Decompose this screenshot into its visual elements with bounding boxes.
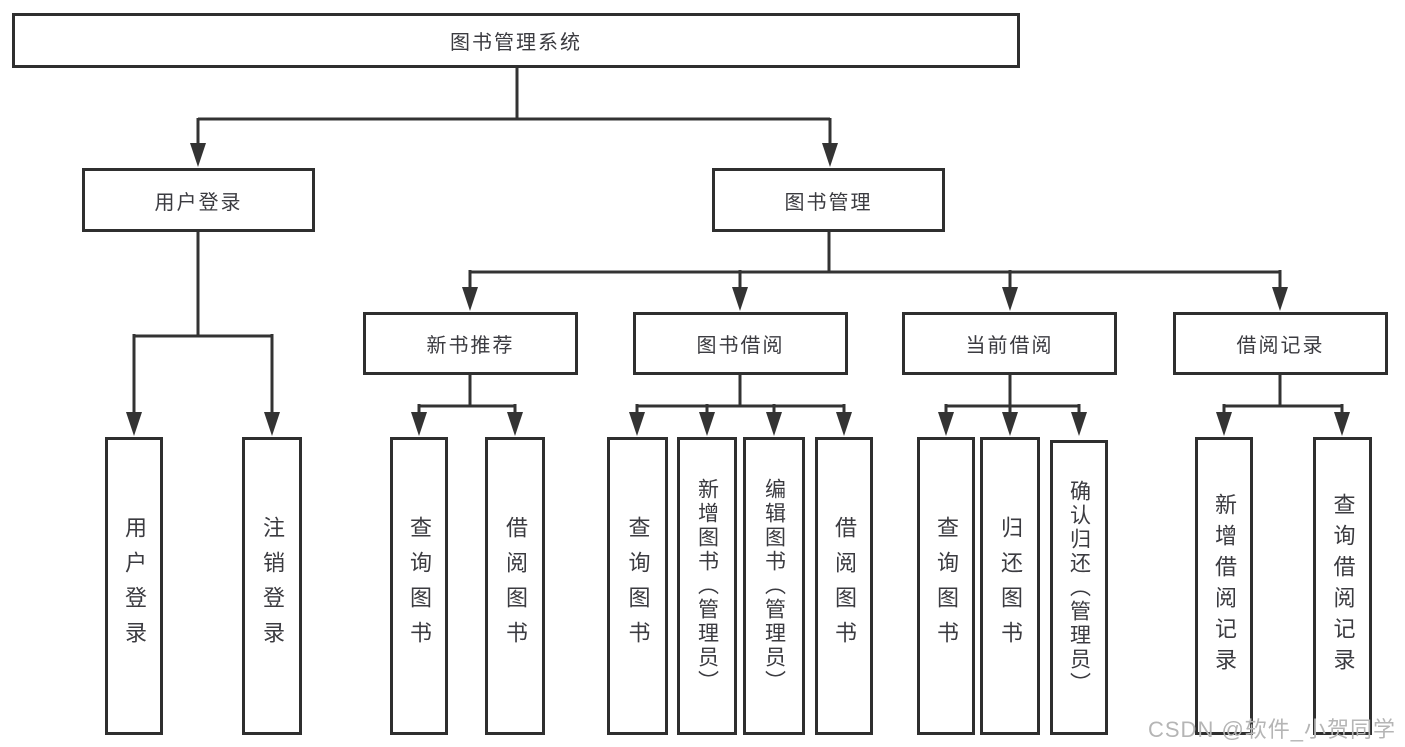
- csdn-watermark: CSDN @软件_小贺同学: [1148, 717, 1397, 742]
- leaf-query-books-current: 查询图书: [917, 437, 975, 735]
- node-label: 确认归还（管理员）: [1067, 479, 1091, 696]
- node-book-borrowing: 图书借阅: [633, 312, 848, 375]
- node-label: 查询图书: [625, 516, 651, 656]
- node-label: 新增图书（管理员）: [695, 478, 719, 694]
- node-label: 查询图书: [934, 516, 959, 656]
- node-label: 图书借阅: [696, 335, 785, 357]
- node-book-management: 图书管理: [712, 168, 945, 232]
- node-user-login: 用户登录: [82, 168, 315, 232]
- leaf-logout: 注销登录: [242, 437, 302, 735]
- node-label: 查询图书: [407, 516, 432, 656]
- leaf-borrow-books: 借阅图书: [815, 437, 873, 735]
- node-library-management-system: 图书管理系统: [12, 13, 1020, 68]
- leaf-confirm-return-admin: 确认归还（管理员）: [1050, 440, 1108, 735]
- leaf-return-books: 归还图书: [980, 437, 1040, 735]
- node-label: 借阅图书: [503, 516, 528, 656]
- node-label: 新增借阅记录: [1212, 493, 1237, 679]
- leaf-add-books-admin: 新增图书（管理员）: [677, 437, 737, 735]
- node-borrowing-records: 借阅记录: [1173, 312, 1388, 375]
- node-label: 借阅图书: [832, 516, 857, 656]
- node-label: 注销登录: [260, 516, 285, 656]
- leaf-borrow-books-recommend: 借阅图书: [485, 437, 545, 735]
- node-label: 图书管理系统: [450, 32, 582, 54]
- leaf-query-books-recommend: 查询图书: [390, 437, 448, 735]
- node-current-borrowing: 当前借阅: [902, 312, 1117, 375]
- leaf-user-login: 用户登录: [105, 437, 163, 735]
- leaf-query-borrow-record: 查询借阅记录: [1313, 437, 1372, 735]
- node-label: 编辑图书（管理员）: [762, 478, 786, 694]
- node-label: 归还图书: [998, 516, 1023, 656]
- leaf-edit-books-admin: 编辑图书（管理员）: [743, 437, 805, 735]
- node-label: 图书管理: [784, 191, 873, 214]
- node-new-book-recommend: 新书推荐: [363, 312, 578, 375]
- node-label: 查询借阅记录: [1330, 493, 1356, 679]
- node-label: 新书推荐: [426, 335, 515, 357]
- node-label: 用户登录: [122, 516, 147, 656]
- node-label: 借阅记录: [1236, 335, 1325, 357]
- arrowheads: [126, 143, 1350, 436]
- node-label: 当前借阅: [965, 335, 1054, 357]
- leaf-query-books-borrow: 查询图书: [607, 437, 668, 735]
- node-label: 用户登录: [154, 191, 243, 214]
- leaf-add-borrow-record: 新增借阅记录: [1195, 437, 1253, 735]
